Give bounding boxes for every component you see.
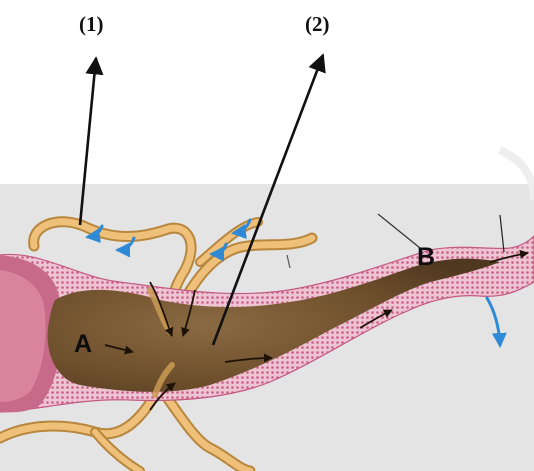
label-b: B [417, 243, 435, 272]
label-a: A [74, 330, 92, 359]
label-one: (1) [79, 12, 104, 37]
label-two: (2) [305, 12, 330, 37]
